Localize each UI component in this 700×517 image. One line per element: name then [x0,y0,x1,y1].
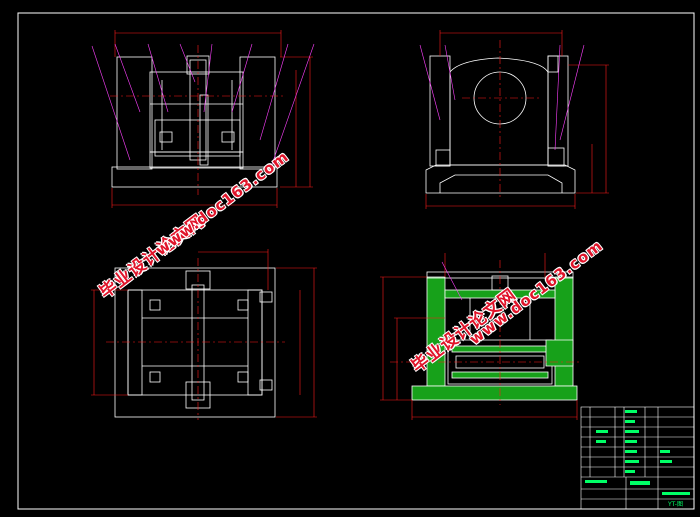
side-view [425,55,576,194]
side-view-leaders [419,44,585,151]
front-view-centerlines [110,45,285,195]
title-block-entries [585,410,690,495]
sheet-code: YT-图 [667,501,683,508]
front-view-dimensions [111,30,313,208]
top-view-centerlines [106,258,285,420]
side-view-dimensions [425,30,609,209]
front-view-leaders [91,43,315,171]
title-block [580,406,695,510]
section-view-leaders [441,261,463,301]
side-view-centerlines [462,40,540,200]
section-view-dimensions [380,253,578,420]
top-view-dimensions [91,249,317,418]
top-view [114,267,276,418]
sheet-border [17,12,695,510]
front-view [111,55,278,188]
